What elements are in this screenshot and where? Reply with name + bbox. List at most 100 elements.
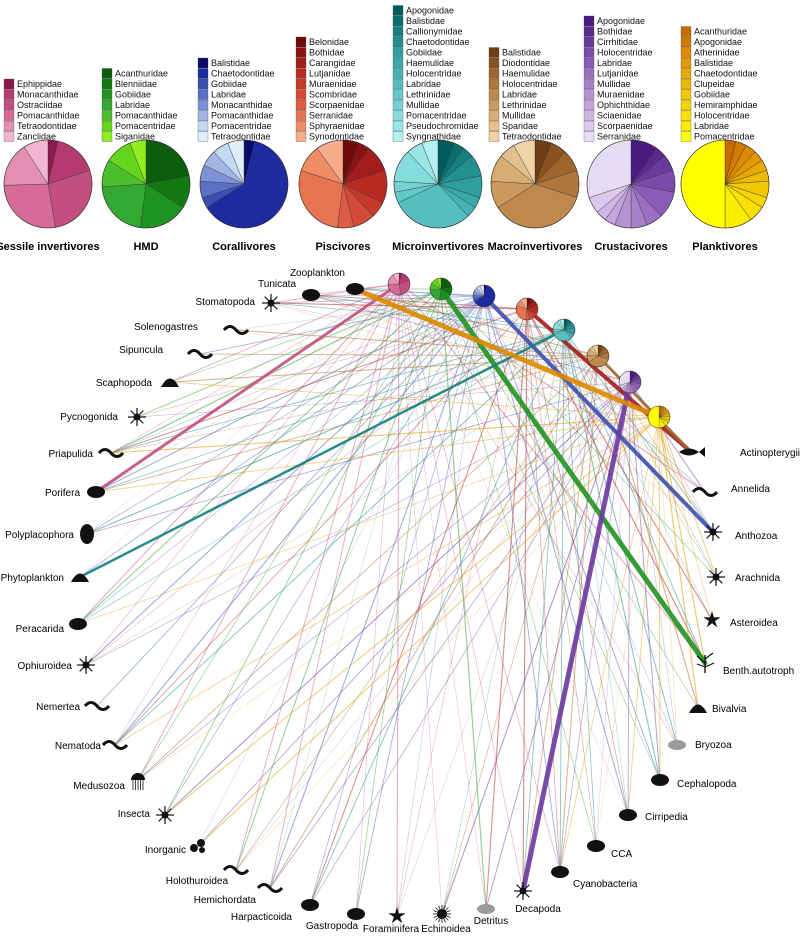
- trophic-link: [110, 355, 599, 454]
- legend-swatch: [197, 120, 209, 132]
- trophic-link: [597, 355, 699, 709]
- trophic-link: [354, 288, 485, 297]
- prey-node: Bryozoa: [668, 740, 732, 751]
- legend-family-label: Belonidae: [309, 37, 349, 47]
- legend-swatch: [197, 68, 209, 79]
- trophic-link: [197, 295, 485, 847]
- trophic-link: [137, 283, 400, 781]
- trophic-link: [137, 355, 599, 781]
- legend-swatch: [392, 36, 404, 48]
- legend-family-label: Labridae: [211, 90, 246, 100]
- legend-family-label: Scorpaenidae: [309, 100, 365, 110]
- prey-node: Cephalopoda: [651, 774, 737, 790]
- legend-swatch: [392, 57, 404, 69]
- trophic-link: [95, 295, 485, 493]
- trophic-link: [235, 283, 400, 871]
- legend-swatch: [295, 57, 307, 69]
- prey-node: Priapulida: [49, 448, 125, 460]
- polyplacophora-icon: [80, 524, 94, 544]
- prey-label: Insecta: [118, 809, 151, 820]
- prey-label: CCA: [611, 849, 632, 860]
- legend-swatch: [680, 120, 692, 132]
- trophic-link: [85, 308, 528, 666]
- prey-label: Inorganic: [145, 845, 186, 856]
- legend-family-label: Pomacentridae: [694, 132, 755, 142]
- prey-node: Cirripedia: [619, 809, 688, 823]
- legend-swatch: [488, 99, 500, 111]
- prey-label: Echinoidea: [421, 924, 471, 935]
- legend-family-label: Monacanthidae: [17, 90, 79, 100]
- legend-swatch: [295, 68, 307, 79]
- trophic-link: [310, 294, 660, 418]
- guild-nodes: [387, 272, 671, 429]
- legend-macroinvertivores: BalistidaeDiodontidaeHaemulidaeHolocentr…: [488, 47, 582, 253]
- trophic-link: [627, 416, 660, 816]
- legend-family-label: Scombridae: [309, 90, 357, 100]
- trophic-link: [441, 381, 631, 915]
- strong-trophic-link: [352, 286, 662, 420]
- prey-label: Zooplankton: [290, 268, 345, 279]
- legend-swatch: [392, 68, 404, 79]
- prey-node: Solenogastres: [134, 322, 250, 335]
- bryozoa-icon: [668, 740, 686, 750]
- trophic-link: [310, 294, 485, 297]
- legend-family-label: Labridae: [502, 90, 537, 100]
- guild-node-sessile: [387, 272, 411, 296]
- guild-node-hmd: [429, 277, 453, 301]
- trophic-link: [559, 381, 631, 873]
- trophic-link: [85, 295, 485, 666]
- trophic-link: [79, 295, 485, 578]
- legend-family-label: Pseudochromidae: [406, 121, 479, 131]
- trophic-link: [269, 355, 599, 889]
- prey-label: Cyanobacteria: [573, 879, 638, 890]
- guild-label-planktivores: Planktivores: [692, 241, 757, 253]
- prey-node: Bivalvia: [689, 704, 747, 715]
- prey-node: Sipuncula: [119, 345, 214, 359]
- legend-crustacivores: ApogonidaeBothidaeCirrhitidaeHolocentrid…: [583, 15, 676, 253]
- trophic-link: [658, 416, 678, 746]
- pie-hmd: [101, 139, 191, 229]
- legend-swatch: [488, 78, 500, 90]
- legend-family-label: Pomacentridae: [406, 111, 467, 121]
- trophic-link: [136, 288, 442, 418]
- legend-family-label: Lethrinidae: [502, 100, 547, 110]
- sipuncula-icon: [186, 349, 214, 359]
- pie-slice: [3, 183, 56, 229]
- prey-node: Phytoplankton: [1, 573, 89, 584]
- legend-family-label: Sciaenidae: [597, 111, 642, 121]
- legend-swatch: [488, 47, 500, 58]
- guild-node-planktivores: [647, 405, 671, 429]
- legend-family-label: Pomacentridae: [211, 121, 272, 131]
- trophic-link: [110, 329, 565, 454]
- legend-family-label: Bothidae: [309, 48, 345, 58]
- legend-family-label: Pomacanthidae: [115, 111, 178, 121]
- phytoplankton-icon: [71, 573, 89, 582]
- trophic-link: [269, 288, 442, 889]
- prey-node: Insecta: [118, 806, 174, 824]
- prey-node: Inorganic: [145, 839, 205, 856]
- guild-label-sessile: Sessile invertivores: [0, 241, 100, 253]
- prey-node: Peracarida: [16, 618, 87, 635]
- guild-label-corallivores: Corallivores: [212, 241, 276, 253]
- legend-swatch: [197, 57, 209, 69]
- trophic-link: [559, 416, 660, 873]
- trophic-link: [310, 294, 528, 310]
- detritus-icon: [477, 904, 495, 914]
- prey-label: Hemichordata: [194, 895, 257, 906]
- legend-swatch: [583, 78, 595, 90]
- legend-sessile: EphippidaeMonacanthidaeOstraciidaePomaca…: [0, 78, 100, 253]
- strong-trophic-link: [94, 282, 401, 494]
- legend-family-label: Acanthuridae: [115, 69, 168, 79]
- trophic-link: [658, 416, 713, 621]
- legend-family-label: Apogonidae: [694, 37, 742, 47]
- legend-family-label: Ophichthidae: [597, 100, 650, 110]
- trophic-links: [77, 282, 717, 917]
- legend-family-label: Tetraodontidae: [211, 132, 271, 142]
- legend-swatch: [392, 99, 404, 111]
- trophic-link: [563, 329, 597, 847]
- prey-node: Decapoda: [514, 882, 561, 915]
- trophic-link: [270, 302, 631, 383]
- prey-node: Hemichordata: [194, 883, 284, 906]
- legend-swatch: [583, 99, 595, 111]
- legend-family-label: Lutjanidae: [597, 69, 639, 79]
